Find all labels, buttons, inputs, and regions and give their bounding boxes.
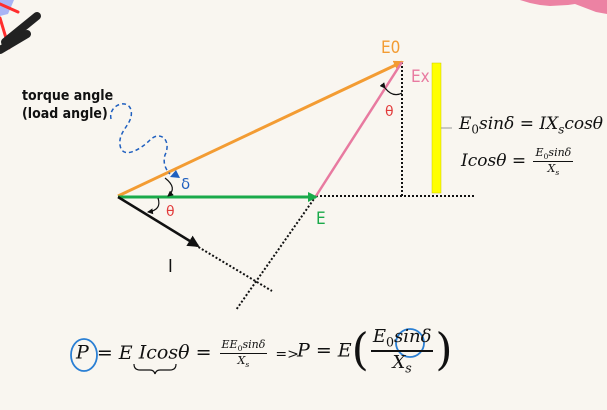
power-equation-final: P = E( E0sinδ Xs ) (297, 326, 453, 375)
phasor-E0 (117, 60, 404, 198)
power-equation: P = E Icosθ = EE0sinδ Xs => (76, 338, 299, 369)
power-fraction: EE0sinδ Xs (219, 338, 268, 370)
highlight-bar (431, 62, 442, 194)
E-label: E (316, 209, 326, 229)
equation-balance: E0sinδ = IXscosθ (459, 114, 603, 136)
eq1-sub0: 0 (471, 122, 479, 137)
I-label: I (168, 256, 173, 277)
eq2-num-0: 0 (543, 152, 549, 162)
E0-label: E0 (381, 38, 400, 58)
power-icos: Icosθ (138, 341, 190, 364)
Ex-label: Ex (411, 67, 430, 87)
eq2-num-rest: sinδ (548, 146, 572, 159)
power2-num-E: E (372, 326, 386, 347)
eq2-den-s: s (555, 168, 560, 178)
power-P: P (76, 341, 89, 364)
power-num-EE: EE (221, 338, 238, 351)
delta-angle-arc (164, 177, 174, 197)
eq2-den-X: X (547, 162, 556, 176)
eq1-body: sinδ = IX (479, 114, 559, 134)
power2-num-0: 0 (385, 334, 394, 350)
theta-angle-arc-right (379, 82, 403, 96)
power-num-0: 0 (237, 344, 243, 354)
underbrace (133, 363, 177, 375)
power-eq-E: = E (96, 341, 133, 364)
torque-angle-pointer (110, 103, 171, 175)
power-num-rest: sinδ (242, 338, 266, 351)
corner-decoration (0, 0, 41, 54)
close-paren: ) (435, 324, 453, 376)
power2-den-s: s (405, 360, 412, 376)
pointer-arrowhead (170, 170, 180, 178)
eq1-subs: s (558, 122, 565, 137)
eq2-lhs: Icosθ = (461, 151, 527, 172)
torque-angle-label-line2: (load angle) (22, 106, 108, 122)
theta-label-left: θ (166, 204, 175, 220)
power-den-X: X (237, 354, 246, 368)
open-paren: ( (351, 324, 369, 376)
eq2-fraction: E0sinδ Xs (533, 146, 574, 178)
perpendicular-dotted-line (235, 195, 317, 311)
eq1-E: E (459, 114, 472, 134)
power2-den-X: X (392, 351, 406, 373)
torque-angle-label-line1: torque angle (22, 88, 113, 104)
equation-icos: Icosθ = E0sinδ Xs (461, 146, 575, 177)
eq1-rhs: cosθ (564, 114, 604, 134)
implies-arrow: => (275, 346, 299, 363)
highlight-circle-sin-delta (395, 328, 425, 358)
power-den-s: s (245, 360, 250, 370)
power-equals: = (195, 341, 212, 364)
theta-label-right: θ (385, 104, 394, 120)
highlight-circle-P (70, 338, 98, 372)
eq2-num-E: E (535, 146, 544, 159)
I-extension-dotted-line (194, 244, 273, 292)
power2-fraction: E0sinδ Xs (370, 326, 434, 376)
power2-lhs: P = E (297, 339, 352, 362)
power2-num-rest: sinδ (393, 326, 432, 347)
theta-angle-arc (147, 197, 160, 215)
phasor-Ex (314, 61, 404, 197)
phasor-I (117, 195, 200, 248)
corner-decoration-pink (520, 0, 607, 14)
delta-label: δ (181, 175, 190, 193)
